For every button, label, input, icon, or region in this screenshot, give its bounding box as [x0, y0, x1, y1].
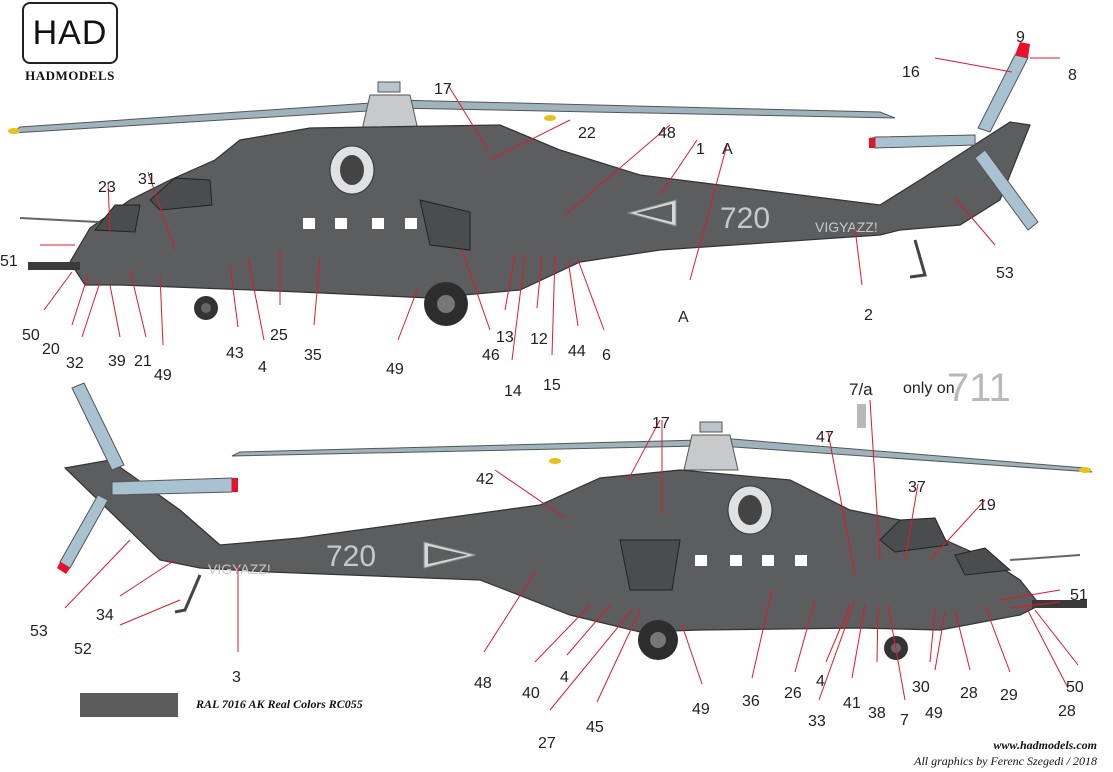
callout-label: 43	[226, 345, 244, 362]
callout-label: 29	[1000, 687, 1018, 704]
callout-label: 7	[900, 712, 909, 729]
callout-label: 51	[0, 253, 18, 270]
callout-label: 19	[978, 497, 996, 514]
bottom-main-rotor-blade-right	[719, 437, 1093, 473]
callout-label: 25	[270, 327, 288, 344]
callout-label: 22	[578, 125, 596, 142]
callout-label: 9	[1016, 29, 1025, 46]
top-callout-lines	[40, 57, 1060, 361]
top-main-rotor-blade-right	[394, 99, 896, 119]
callout-label: 14	[504, 383, 522, 400]
callout-label: 36	[742, 693, 760, 710]
callout-label: 46	[482, 347, 500, 364]
variant-note-number: 711	[947, 366, 1011, 410]
callout-label: 50	[1066, 679, 1084, 696]
callout-label: 1	[696, 141, 705, 158]
callout-label: 48	[658, 125, 676, 142]
top-fuselage-number: 720	[720, 202, 770, 235]
callout-label: 28	[1058, 703, 1076, 720]
had-logo: HAD	[22, 2, 118, 64]
callout-label: 28	[960, 685, 978, 702]
bottom-main-rotor-blade-left	[231, 439, 701, 457]
callout-label: 35	[304, 347, 322, 364]
callout-label: 37	[908, 479, 926, 496]
callout-label: 31	[138, 171, 156, 188]
callout-label: 3	[232, 669, 241, 686]
callout-label: 42	[476, 471, 494, 488]
callout-label: A	[722, 141, 733, 158]
callout-label: 2	[864, 307, 873, 324]
callout-label: 13	[496, 329, 514, 346]
top-fuselage	[69, 121, 1031, 299]
paint-reference: RAL 7016 AK Real Colors RC055	[196, 697, 363, 711]
callout-label: 34	[96, 607, 114, 624]
callout-label: 4	[560, 669, 569, 686]
callout-label: 39	[108, 353, 126, 370]
callout-label: 44	[568, 343, 586, 360]
callout-label: 21	[134, 353, 152, 370]
callout-label: 6	[602, 347, 611, 364]
callout-label: 53	[996, 265, 1014, 282]
callout-label: 17	[434, 81, 452, 98]
callout-label: 49	[925, 705, 943, 722]
callout-label: 40	[522, 685, 540, 702]
variant-note-label: 7/a	[849, 380, 873, 399]
callout-label: 52	[74, 641, 92, 658]
callout-label: 49	[386, 361, 404, 378]
callout-label: 49	[692, 701, 710, 718]
top-helicopter: 720 VIGYAZZ!	[8, 42, 1039, 326]
website-text: www.hadmodels.com	[993, 738, 1097, 752]
callout-label: 23	[98, 179, 116, 196]
callout-label: 8	[1068, 67, 1077, 84]
callout-label: A	[678, 309, 689, 326]
callout-label: 4	[258, 359, 267, 376]
credit-text: All graphics by Ferenc Szegedi / 2018	[914, 754, 1097, 768]
brand-name: HADMODELS	[25, 68, 115, 83]
top-tail-warning: VIGYAZZ!	[815, 219, 878, 235]
callout-label: 45	[586, 719, 604, 736]
variant-note-text: only on	[903, 380, 955, 397]
bottom-callout-lines	[64, 399, 1079, 711]
paint-swatch	[80, 693, 178, 717]
variant-note-bar	[857, 404, 866, 428]
callout-label: 47	[816, 429, 834, 446]
bottom-fuselage-number: 720	[326, 540, 376, 573]
callout-label: 20	[42, 341, 60, 358]
callout-label: 17	[652, 415, 670, 432]
callout-label: 49	[154, 367, 172, 384]
callout-label: 4	[816, 673, 825, 690]
callout-label: 41	[843, 695, 861, 712]
callout-label: 48	[474, 675, 492, 692]
callout-label: 30	[912, 679, 930, 696]
bottom-helicopter: 720 VIGYAZZ!	[57, 382, 1093, 660]
callout-label: 26	[784, 685, 802, 702]
callout-label: 12	[530, 331, 548, 348]
callout-label: 51	[1070, 587, 1088, 604]
callout-label: 27	[538, 735, 556, 752]
callout-label: 16	[902, 64, 920, 81]
callout-label: 32	[66, 355, 84, 372]
callout-label: 38	[868, 705, 886, 722]
callout-label: 53	[30, 623, 48, 640]
logo-mark: HAD	[32, 13, 108, 52]
bottom-tail-warning: VIGYAZZ!	[208, 561, 271, 577]
callout-label: 15	[543, 377, 561, 394]
callout-label: 33	[808, 713, 826, 730]
callout-label: 50	[22, 327, 40, 344]
